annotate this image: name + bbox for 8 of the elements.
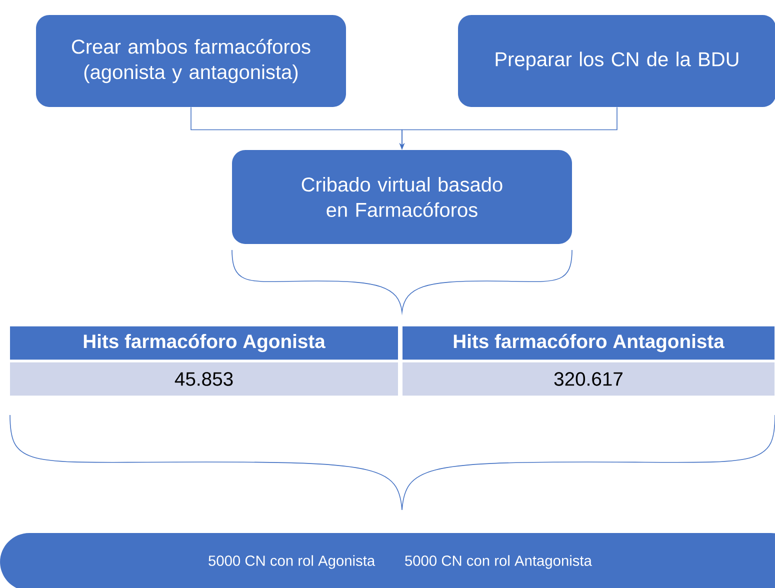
process-box: Cribado virtual basado en Farmacóforos <box>232 150 572 244</box>
process-box: Preparar los CN de la BDU <box>458 15 775 107</box>
table-header-cell: Hits farmacóforo Antagonista <box>402 326 774 360</box>
table-header-cell: Hits farmacóforo Agonista <box>10 326 398 360</box>
result-band: 5000 CN con rol Agonista 5000 CN con rol Antagonista <box>0 533 775 588</box>
process-box: Crear ambos farmacóforos (agonista y antagonista) <box>36 15 346 107</box>
table-cell: 45.853 <box>10 362 398 396</box>
table-cell: 320.617 <box>402 362 774 396</box>
